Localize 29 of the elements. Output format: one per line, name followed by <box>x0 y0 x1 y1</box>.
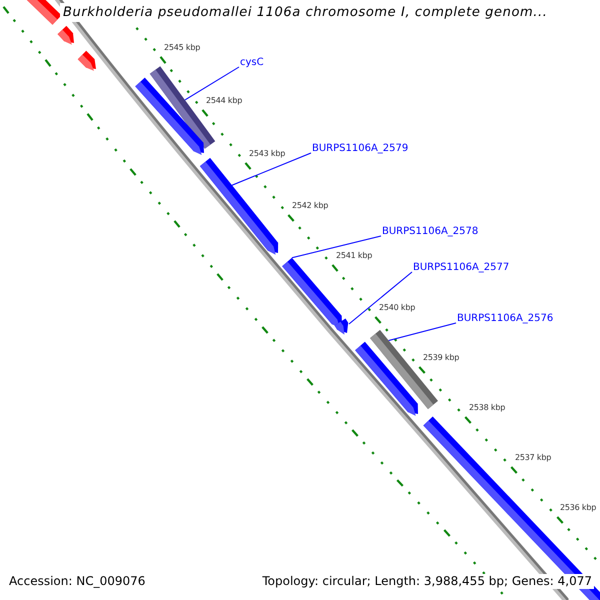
tick-label: 2537 kbp <box>515 453 552 463</box>
gene-label: BURPS1106A_2578 <box>382 226 478 238</box>
gene-feature <box>78 50 96 71</box>
gene-label: cysC <box>240 57 264 69</box>
tick-label: 2539 kbp <box>423 353 460 363</box>
tick-label: 2540 kbp <box>379 303 416 313</box>
accession-text: Accession: NC_009076 <box>7 574 148 589</box>
tick-label: 2542 kbp <box>292 201 328 211</box>
tick-label: 2541 kbp <box>336 251 372 261</box>
leader-line <box>184 66 240 100</box>
tick-label: 2536 kbp <box>560 503 596 513</box>
gene-label: BURPS1106A_2577 <box>413 262 510 274</box>
tick-label: 2543 kbp <box>249 149 286 159</box>
gene-feature <box>334 318 348 335</box>
gene-feature <box>26 0 62 25</box>
gene-label: BURPS1106A_2579 <box>312 143 408 155</box>
gene-feature <box>282 258 342 328</box>
leader-line <box>291 236 382 258</box>
gene-feature <box>135 78 204 155</box>
gene-feature <box>58 26 74 45</box>
gene-feature <box>200 158 278 255</box>
genome-info-text: Topology: circular; Length: 3,988,455 bp; Genes: 4,077 <box>260 574 594 589</box>
leader-line <box>348 272 412 324</box>
leader-line <box>388 322 456 342</box>
gene-feature <box>355 342 418 416</box>
tick-label: 2544 kbp <box>206 96 242 106</box>
tick-label: 2545 kbp <box>164 43 200 53</box>
gene-label: BURPS1106A_2576 <box>457 313 554 325</box>
leader-line <box>231 152 312 186</box>
